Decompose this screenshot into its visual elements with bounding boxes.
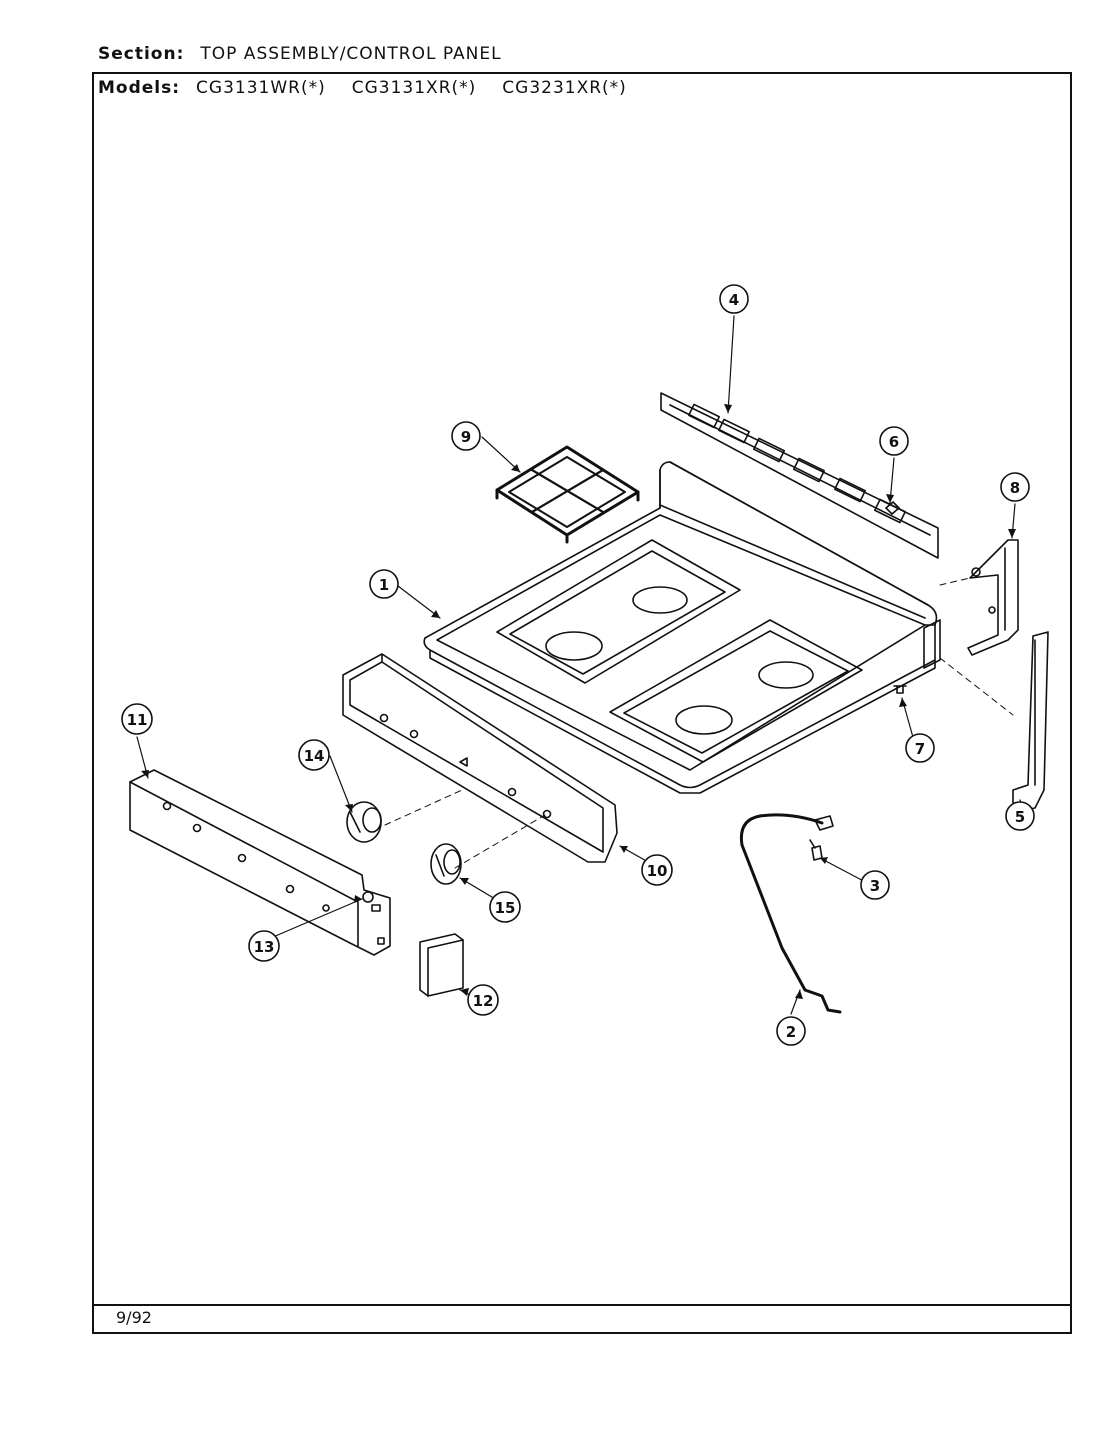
callout-6: 6 bbox=[889, 433, 899, 451]
cooktop-main-top bbox=[423, 461, 941, 794]
callout-circle bbox=[1000, 472, 1030, 502]
callout-circle bbox=[121, 703, 153, 735]
callout-4: 4 bbox=[729, 291, 739, 309]
section-heading: Section: TOP ASSEMBLY/CONTROL PANEL bbox=[98, 44, 502, 64]
callout-15: 15 bbox=[495, 899, 516, 917]
callout-circle bbox=[879, 426, 909, 456]
callout-circle bbox=[860, 870, 890, 900]
models-heading: Models: CG3131WR(*) CG3131XR(*) CG3231XR(*) bbox=[98, 78, 653, 98]
diagram-frame bbox=[92, 72, 1072, 1334]
callout-10: 10 bbox=[647, 862, 668, 880]
timer-block bbox=[419, 933, 464, 997]
callout-14: 14 bbox=[304, 747, 325, 765]
callout-circle bbox=[298, 739, 330, 771]
igniter-tube bbox=[739, 813, 842, 1014]
callout-circle bbox=[641, 854, 673, 886]
callout-circle bbox=[719, 284, 749, 314]
footer-divider bbox=[92, 1304, 1072, 1306]
screw-part bbox=[893, 685, 907, 694]
callout-circle bbox=[489, 891, 521, 923]
models-label: Models: bbox=[98, 78, 181, 98]
callout-5: 5 bbox=[1015, 808, 1025, 826]
callout-9: 9 bbox=[461, 428, 471, 446]
revision-date: 9/92 bbox=[116, 1308, 152, 1327]
callout-circle bbox=[1005, 801, 1035, 831]
callout-8: 8 bbox=[1010, 479, 1020, 497]
section-label: Section: bbox=[98, 44, 185, 64]
callout-circle bbox=[248, 930, 280, 962]
hinge-bracket bbox=[967, 539, 1019, 656]
callout-circle bbox=[369, 569, 399, 599]
clip-part bbox=[885, 501, 900, 515]
callout-circle bbox=[467, 984, 499, 1016]
panel-clip bbox=[362, 891, 374, 903]
alignment-lines bbox=[384, 577, 1014, 869]
callout-3: 3 bbox=[870, 877, 880, 895]
callout-11: 11 bbox=[127, 711, 148, 729]
callout-arrowheads bbox=[141, 404, 1028, 999]
model-number: CG3131WR(*) bbox=[196, 78, 326, 98]
model-number: CG3231XR(*) bbox=[502, 78, 627, 98]
callout-7: 7 bbox=[915, 740, 925, 758]
callout-12: 12 bbox=[473, 992, 494, 1010]
callout-circle bbox=[451, 421, 481, 451]
side-trim-strip bbox=[1012, 631, 1049, 813]
callout-circle bbox=[776, 1016, 806, 1046]
callout-13: 13 bbox=[254, 938, 275, 956]
control-panel bbox=[129, 769, 391, 956]
callout-2: 2 bbox=[786, 1023, 796, 1041]
callout-numbers: 1 2 3 4 5 6 7 8 9 10 11 12 13 14 15 bbox=[121, 284, 1035, 1046]
callout-1: 1 bbox=[379, 576, 389, 594]
callout-leaders bbox=[136, 315, 1025, 1015]
model-number: CG3131XR(*) bbox=[351, 78, 477, 98]
callout-circle bbox=[905, 733, 935, 763]
control-knob-15 bbox=[430, 843, 462, 885]
section-value: TOP ASSEMBLY/CONTROL PANEL bbox=[200, 44, 502, 64]
rear-vent-trim bbox=[660, 392, 939, 559]
screw-part-3 bbox=[809, 839, 823, 861]
control-knob-14 bbox=[346, 801, 382, 843]
control-panel-backguard bbox=[342, 653, 618, 863]
burner-grate bbox=[495, 445, 640, 544]
tube-end-clip bbox=[814, 815, 834, 831]
